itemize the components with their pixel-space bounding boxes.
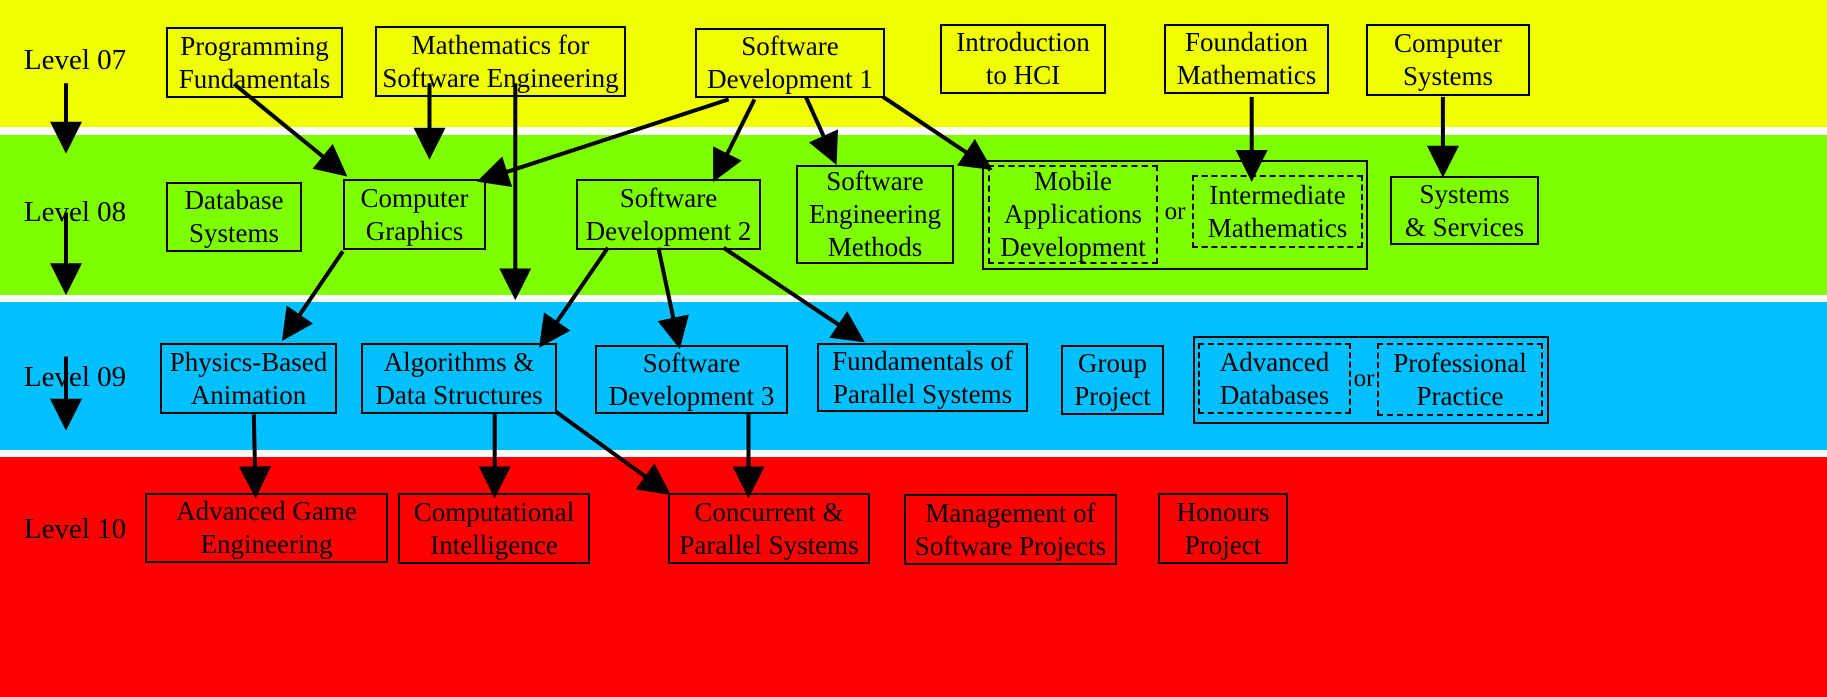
group-project-box[interactable]: Group Project (1061, 345, 1164, 415)
level-07-band (0, 0, 1827, 127)
module-line: Development 2 (585, 215, 752, 246)
software-development-1-box[interactable]: Software Development 1 (695, 28, 885, 98)
module-line: Fundamentals (178, 63, 331, 94)
or-connector: or (1164, 198, 1186, 225)
module-line: Professional (1393, 347, 1527, 378)
module-line: Foundation (1184, 27, 1308, 57)
module-line: Software Projects (914, 530, 1107, 561)
physics-based-animation-box[interactable]: Physics-Based Animation (160, 343, 337, 414)
honours-project-box[interactable]: Honours Project (1158, 493, 1288, 564)
level-10-label: Level 10 (23, 513, 127, 545)
level-10-band (0, 457, 1827, 697)
module-line: Methods (827, 232, 923, 262)
module-line: Systems (1402, 61, 1494, 91)
sd1-to-mobile-arrow (881, 95, 993, 170)
module-line: Databases (1219, 379, 1330, 410)
mathematics-for-software-engineering-box[interactable]: Mathematics for Software Engineering (375, 26, 626, 97)
computer-graphics-box[interactable]: Computer Graphics (343, 179, 486, 250)
module-line: Project (1184, 529, 1262, 560)
module-line: Intermediate (1209, 179, 1346, 210)
module-line: Software (619, 182, 718, 213)
module-line: Software (741, 31, 839, 61)
sd1-to-graphics-arrow (476, 97, 730, 187)
module-line: Engineering (200, 529, 333, 559)
or-connector: or (1353, 365, 1375, 392)
module-line: Graphics (365, 215, 464, 246)
management-of-software-projects-box[interactable]: Management of Software Projects (904, 494, 1117, 565)
module-line: Data Structures (375, 379, 543, 410)
introduction-to-hci-box[interactable]: Introduction to HCI (940, 24, 1106, 94)
module-line: Mathematics (1207, 212, 1348, 243)
module-line: Mathematics for (411, 29, 590, 60)
computer-systems-box[interactable]: Computer Systems (1366, 24, 1530, 96)
module-line: Mathematics (1176, 60, 1317, 90)
advanced-game-engineering-box[interactable]: Advanced Game Engineering (145, 493, 388, 563)
module-line: Practice (1416, 380, 1504, 411)
module-line: Project (1074, 381, 1151, 411)
module-line: Programming (180, 30, 329, 61)
module-line: Parallel Systems (832, 378, 1013, 409)
algorithms-to-concurrent-arrow (554, 409, 671, 496)
sd1-to-sd2-arrow (713, 98, 757, 183)
mobile-applications-development-box[interactable]: Mobile Applications Development (988, 165, 1158, 264)
sd2-to-sd3-arrow (656, 247, 689, 350)
module-line: to HCI (985, 60, 1061, 90)
module-line: Computer (1394, 28, 1502, 58)
module-line: & Services (1404, 211, 1525, 242)
physics-to-adv-game-arrow (238, 414, 271, 499)
advanced-databases-box[interactable]: Advanced Databases (1198, 343, 1351, 414)
software-development-2-box[interactable]: Software Development 2 (576, 179, 761, 250)
module-line: Parallel Systems (679, 529, 859, 560)
sd2-to-fund-parallel-arrow (722, 246, 865, 343)
module-line: Software (642, 347, 741, 378)
module-line: Development (1000, 232, 1146, 262)
module-line: Engineering (809, 199, 941, 229)
module-line: Fundamentals of (832, 345, 1013, 376)
module-line: Group (1078, 348, 1147, 378)
level-09-label: Level 09 (23, 361, 127, 393)
intermediate-mathematics-box[interactable]: Intermediate Mathematics (1192, 175, 1363, 248)
module-line: Concurrent & (694, 496, 844, 527)
module-line: Management of (925, 497, 1096, 528)
module-line: Software Engineering (382, 62, 619, 93)
module-line: Systems (188, 218, 280, 248)
level-08-band (0, 135, 1827, 295)
sd1-to-se-methods-arrow (804, 96, 839, 165)
module-line: Development 1 (707, 64, 873, 94)
module-line: Advanced (1219, 346, 1330, 377)
module-line: Database (184, 185, 284, 215)
module-line: Introduction (956, 27, 1090, 57)
module-line: Algorithms & (383, 346, 535, 377)
module-line: Advanced Game (176, 496, 357, 526)
prog-fund-to-graphics-arrow (232, 82, 348, 177)
graphics-to-physics-arrow (281, 250, 345, 342)
software-engineering-methods-box[interactable]: Software Engineering Methods (796, 165, 954, 264)
module-line: Mobile (1034, 166, 1112, 196)
level-08-label: Level 08 (23, 196, 127, 228)
module-line: Honours (1176, 496, 1270, 527)
module-line: Computer (360, 182, 469, 213)
module-line: Physics-Based (169, 346, 328, 377)
software-development-3-box[interactable]: Software Development 3 (595, 345, 788, 414)
module-line: Applications (1004, 199, 1142, 229)
database-systems-box[interactable]: Database Systems (166, 182, 302, 252)
systems-and-services-box[interactable]: Systems & Services (1390, 176, 1539, 245)
programming-fundamentals-box[interactable]: Programming Fundamentals (166, 27, 343, 98)
module-line: Systems (1419, 178, 1510, 209)
module-line: Software (826, 166, 924, 196)
algorithms-data-structures-box[interactable]: Algorithms & Data Structures (361, 343, 557, 414)
module-line: Computational (413, 496, 575, 527)
professional-practice-box[interactable]: Professional Practice (1377, 343, 1543, 416)
module-line: Animation (190, 379, 307, 410)
level-07-label: Level 07 (23, 44, 127, 76)
concurrent-parallel-systems-box[interactable]: Concurrent & Parallel Systems (668, 493, 870, 564)
module-line: Intelligence (430, 529, 558, 560)
mobile-or-math-group (982, 160, 1368, 270)
sd2-to-algorithms-arrow (539, 246, 610, 348)
module-line: Development 3 (608, 380, 775, 411)
fundamentals-of-parallel-systems-box[interactable]: Fundamentals of Parallel Systems (817, 343, 1028, 412)
databases-or-practice-group (1193, 336, 1549, 424)
foundation-mathematics-box[interactable]: Foundation Mathematics (1164, 24, 1329, 94)
